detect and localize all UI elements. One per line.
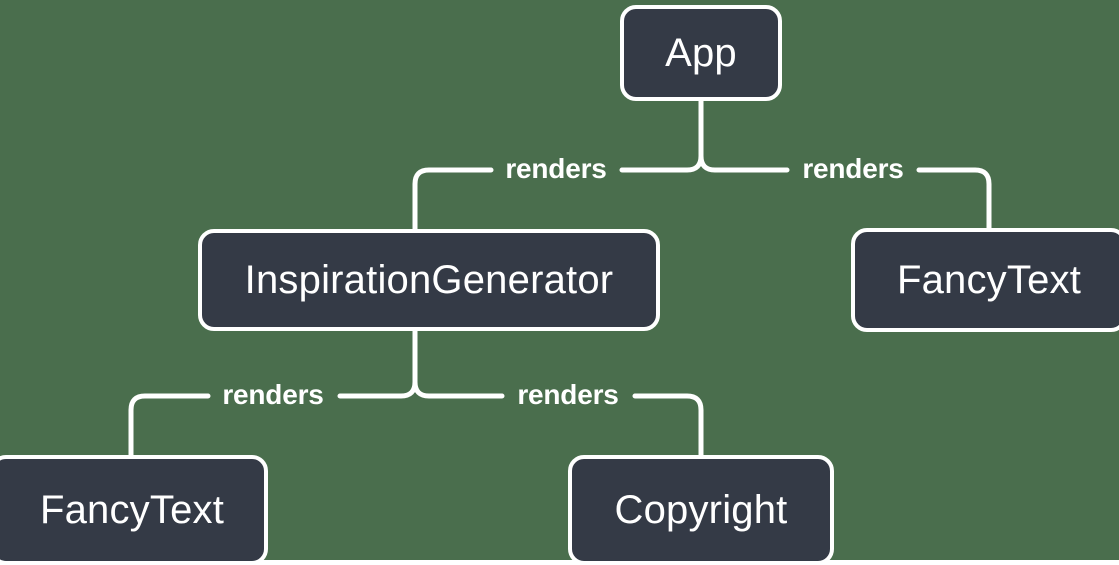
node-fancytext-bottom-left-label: FancyText (39, 488, 225, 532)
node-copyright-label: Copyright (614, 488, 788, 532)
node-copyright[interactable]: Copyright (568, 455, 834, 565)
edge-inspiration-generator-to-copyright-line (412, 379, 505, 399)
edge-app-to-fancytext-right-line-right (916, 167, 992, 231)
edge-app-to-inspiration-generator-line-left (412, 167, 494, 232)
node-fancytext-bottom-left[interactable]: FancyText (0, 455, 268, 565)
edge-app-to-fancytext-right-line (698, 153, 790, 173)
edge-app-to-inspiration-generator-line (619, 153, 704, 173)
edge-inspiration-generator-to-fancytext-line-left (128, 393, 211, 458)
node-inspiration-generator-label: InspirationGenerator (244, 258, 614, 302)
edge-label-app-to-inspiration-generator: renders (505, 153, 607, 184)
edge-label-app-to-fancytext-right: renders (802, 153, 904, 184)
edge-inspiration-generator-to-fancytext-line (337, 379, 418, 399)
edge-label-inspiration-generator-to-copyright: renders (517, 379, 619, 410)
node-app[interactable]: App (620, 5, 782, 101)
node-fancytext-right-label: FancyText (896, 258, 1082, 302)
node-inspiration-generator[interactable]: InspirationGenerator (198, 229, 660, 331)
node-app-label: App (665, 31, 737, 75)
node-fancytext-right[interactable]: FancyText (851, 228, 1119, 332)
edge-label-inspiration-generator-to-fancytext: renders (222, 379, 324, 410)
edge-inspiration-generator-to-copyright-line-right (632, 393, 704, 458)
